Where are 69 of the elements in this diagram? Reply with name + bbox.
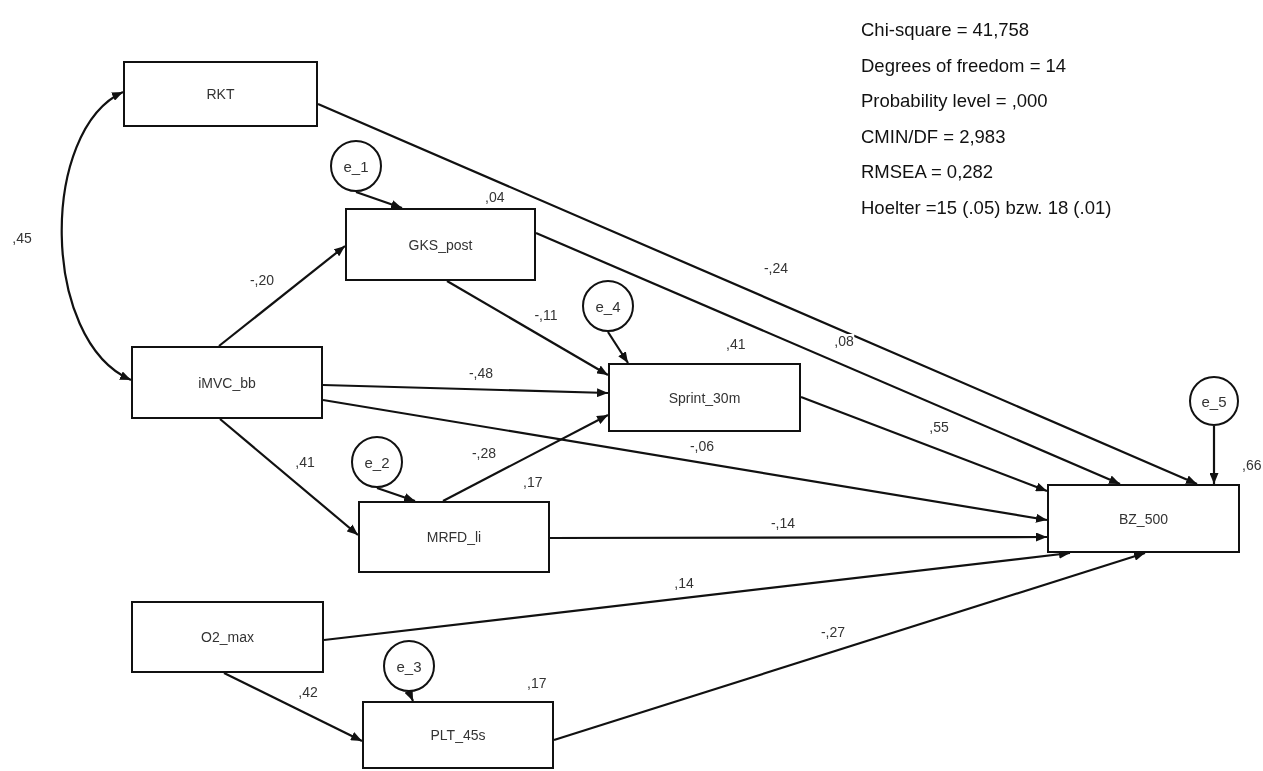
- r-squared-value: ,17: [527, 676, 547, 690]
- path-coefficient: -,20: [248, 273, 276, 287]
- fit-statistic: RMSEA = 0,282: [861, 160, 995, 184]
- variable-name: e_4: [595, 297, 621, 315]
- variable-name: RKT: [206, 86, 235, 102]
- path-coefficient: -,06: [688, 439, 716, 453]
- path-arrow: [218, 245, 346, 347]
- path-arrow: [60, 91, 132, 381]
- r-squared-value: ,04: [485, 190, 505, 204]
- error-term-circle: [330, 140, 382, 192]
- path-coefficient: ,55: [928, 420, 950, 434]
- path-arrow: [1209, 426, 1219, 484]
- path-arrow: [317, 103, 1198, 485]
- path-coefficient: ,08: [833, 334, 855, 348]
- path-arrow: [553, 551, 1146, 742]
- path-arrow: [322, 398, 1048, 523]
- path-arrow: [219, 418, 359, 536]
- path-coefficient: -,14: [769, 516, 797, 530]
- variable-name: MRFD_li: [426, 529, 482, 545]
- path-arrow: [355, 190, 403, 210]
- variable-box: [358, 501, 550, 573]
- path-arrow: [442, 414, 609, 502]
- variable-box: [131, 346, 323, 419]
- r-squared-value: ,17: [523, 475, 543, 489]
- variable-name: iMVC_bb: [198, 374, 256, 391]
- path-arrow: [322, 383, 609, 398]
- variable-box: [123, 61, 318, 127]
- error-term-circle: [351, 436, 403, 488]
- path-arrow: [223, 672, 363, 742]
- variable-box: [1047, 484, 1240, 553]
- path-arrow: [607, 331, 629, 364]
- path-arrow: [800, 395, 1048, 493]
- path-arrow: [550, 532, 1047, 542]
- fit-statistic: Probability level = ,000: [861, 89, 1049, 113]
- fit-statistic: CMIN/DF = 2,983: [861, 124, 1007, 149]
- variable-name: PLT_45s: [430, 727, 486, 743]
- path-coefficient: ,45: [11, 231, 33, 245]
- path-arrow: [535, 232, 1121, 485]
- path-arrow: [446, 280, 609, 376]
- fit-statistic: Hoelter =15 (.05) bzw. 18 (.01): [861, 195, 1112, 220]
- path-coefficient: -,11: [533, 308, 559, 322]
- variable-name: e_2: [364, 453, 390, 471]
- variable-box: [131, 601, 324, 673]
- path-coefficient: -,27: [819, 625, 847, 639]
- path-coefficient: -,24: [762, 261, 790, 275]
- variable-name: e_5: [1201, 392, 1227, 410]
- path-arrow: [405, 690, 414, 702]
- path-coefficient: -,28: [470, 446, 498, 460]
- path-coefficient: ,42: [297, 685, 319, 699]
- path-coefficient: ,14: [673, 576, 695, 590]
- error-term-circle: [582, 280, 634, 332]
- variable-name: BZ_500: [1118, 510, 1168, 527]
- error-term-circle: [1189, 376, 1239, 426]
- fit-statistic: Degrees of freedom = 14: [861, 53, 1068, 78]
- variable-box: [608, 363, 801, 432]
- variable-name: e_1: [343, 157, 369, 175]
- variable-name: e_3: [396, 657, 422, 675]
- r-squared-value: ,41: [726, 337, 746, 351]
- fit-statistic: Chi-square = 41,758: [861, 18, 1031, 42]
- path-arrow: [376, 486, 416, 503]
- variable-box: [362, 701, 554, 769]
- variable-name: O2_max: [201, 629, 254, 645]
- variable-name: GKS_post: [408, 236, 473, 253]
- r-squared-value: ,66: [1242, 458, 1262, 472]
- variable-box: [345, 208, 536, 281]
- path-coefficient: ,41: [294, 455, 316, 469]
- variable-name: Sprint_30m: [668, 389, 741, 406]
- error-term-circle: [383, 640, 435, 692]
- path-coefficient: -,48: [467, 366, 495, 380]
